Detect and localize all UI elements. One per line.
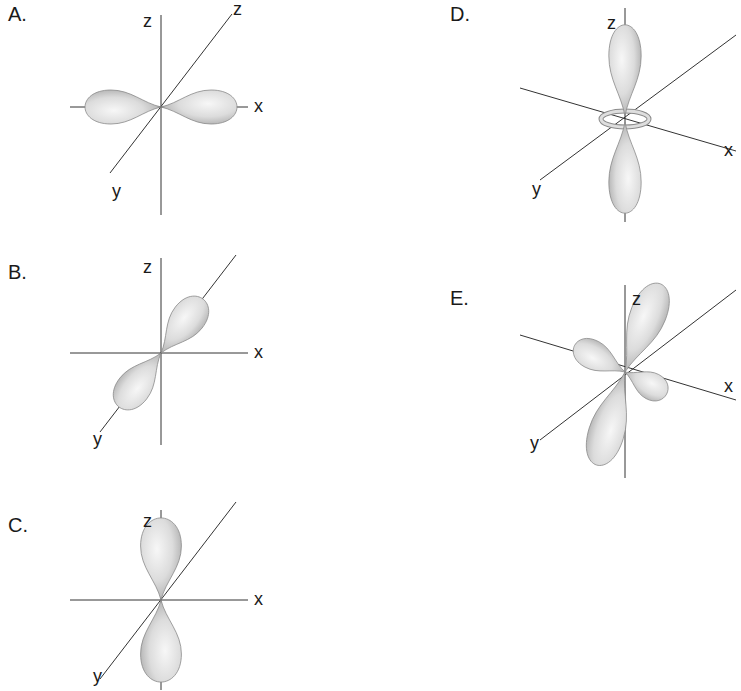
axis-label: z [143,258,152,276]
axis-label: z [143,12,152,30]
axis-label: x [254,343,263,361]
axis-label: y [530,434,539,452]
axis-label: y [93,667,102,685]
panel-letter: C. [8,515,28,535]
py-orbital [105,289,216,418]
axis-label: x [724,141,733,159]
panel-letter: D. [450,4,470,24]
px-orbital [85,90,237,124]
panel-letter: E. [450,288,469,308]
axes-d [520,8,736,222]
axis-label: x [254,97,263,115]
axes-a [70,14,248,215]
axis-label: z [607,14,616,32]
axis-label: y [532,180,541,198]
axis-label: z [143,512,152,530]
axis-label: z [632,290,641,308]
d-orbital [568,277,677,470]
axis-label: x [254,590,263,608]
axis-label: x [724,377,733,395]
panel-letter: A. [8,4,27,24]
axes-c [70,502,248,690]
axes-b [70,255,248,445]
dz2-orbital [601,25,649,213]
axis-label: y [93,430,102,448]
axis-label: z [233,0,242,18]
axis-label: y [112,182,121,200]
panel-letter: B. [8,262,27,282]
pz-orbital [141,518,182,682]
axes-e [520,285,736,478]
